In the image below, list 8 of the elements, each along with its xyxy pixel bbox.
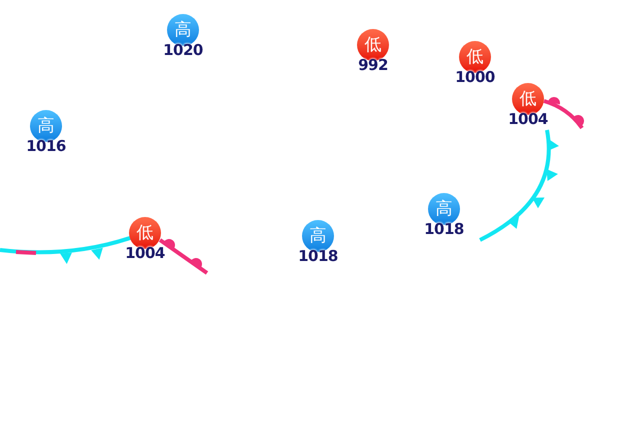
pressure-value: 1004 xyxy=(507,112,549,127)
pressure-value: 992 xyxy=(357,58,389,73)
pressure-value: 1000 xyxy=(454,70,496,85)
pressure-value: 1018 xyxy=(297,249,339,264)
pressure-value: 1020 xyxy=(162,43,204,58)
pressure-value: 1016 xyxy=(25,139,67,154)
pressure-value: 1004 xyxy=(124,246,166,261)
pressure-value: 1018 xyxy=(423,222,465,237)
